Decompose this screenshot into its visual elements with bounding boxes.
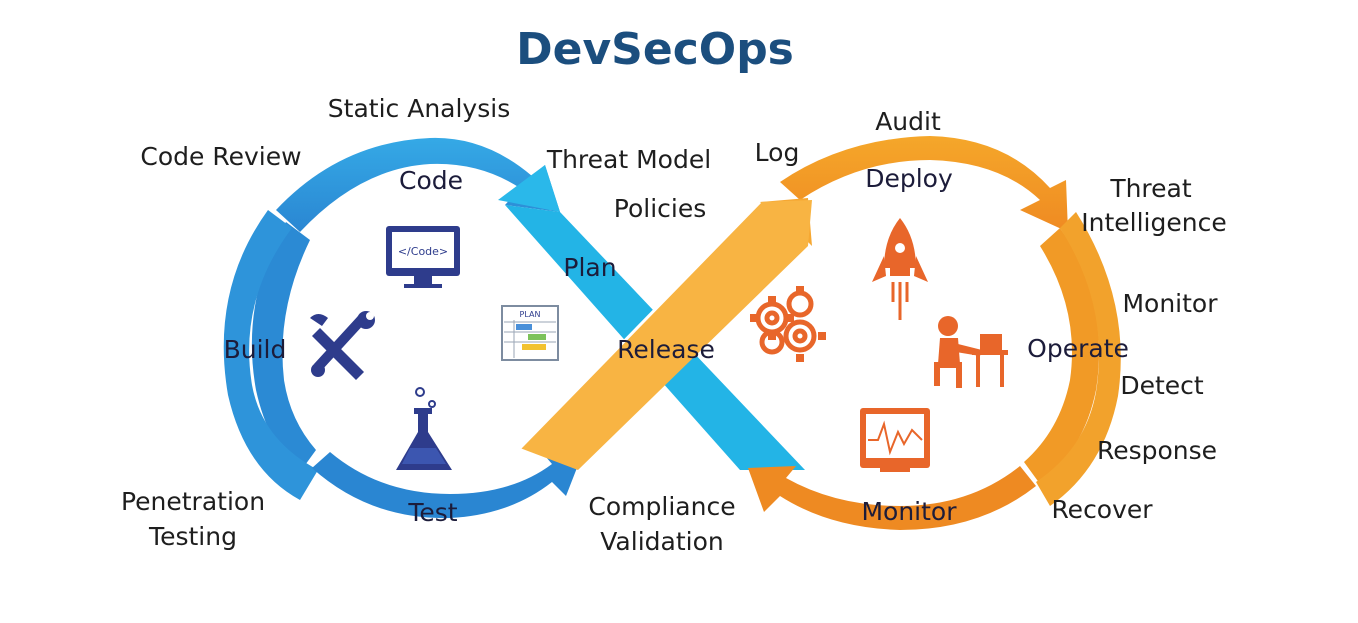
practice-compliance-validation-2: Validation xyxy=(600,527,723,556)
practice-static-analysis: Static Analysis xyxy=(328,94,510,123)
test-arc xyxy=(312,450,582,519)
stage-release: Release xyxy=(617,335,715,364)
right-loop xyxy=(520,136,1121,530)
practice-detect: Detect xyxy=(1120,371,1204,400)
person-at-desk-icon xyxy=(934,316,1008,388)
practice-monitor: Monitor xyxy=(1122,289,1218,318)
practice-recover: Recover xyxy=(1051,495,1153,524)
release-band-body xyxy=(520,200,812,470)
crossing-shadow xyxy=(518,200,762,450)
deploy-arc xyxy=(780,136,1068,232)
practice-policies: Policies xyxy=(614,194,706,223)
screen-graph-icon xyxy=(860,408,930,472)
code-screen-text: </Code> xyxy=(398,245,448,258)
practice-response: Response xyxy=(1097,436,1217,465)
practice-threat-intelligence-1: Threat xyxy=(1109,174,1192,203)
code-arc xyxy=(276,137,560,232)
stage-build: Build xyxy=(224,335,287,364)
stage-plan: Plan xyxy=(563,253,616,282)
stage-operate: Operate xyxy=(1027,334,1129,363)
practice-threat-intelligence-2: Intelligence xyxy=(1081,208,1226,237)
monitor-arc xyxy=(748,466,1036,530)
plan-band-edge xyxy=(498,165,560,212)
practice-code-review: Code Review xyxy=(140,142,301,171)
practice-penetration-testing-2: Testing xyxy=(148,522,237,551)
wrench-screwdriver-icon xyxy=(310,311,375,380)
monitor-code-icon: </Code> xyxy=(386,226,460,288)
plan-chart-icon: PLAN xyxy=(501,305,559,361)
gears-icon xyxy=(755,290,817,355)
stage-monitor: Monitor xyxy=(861,497,957,526)
stage-deploy: Deploy xyxy=(865,164,953,193)
operate-arc-outer xyxy=(1036,212,1121,506)
gears-teeth xyxy=(750,286,826,362)
build-arc xyxy=(251,222,316,472)
rocket-icon xyxy=(872,218,928,320)
practice-compliance-validation-1: Compliance xyxy=(588,492,735,521)
operate-arc xyxy=(1024,228,1100,484)
build-arc-outer xyxy=(223,210,318,500)
stage-code: Code xyxy=(399,166,463,195)
practice-audit: Audit xyxy=(875,107,941,136)
stage-test: Test xyxy=(407,498,457,527)
practice-log: Log xyxy=(755,138,800,167)
practice-threat-model: Threat Model xyxy=(546,145,711,174)
practice-penetration-testing-1: Penetration xyxy=(121,487,265,516)
diagram-title: DevSecOps xyxy=(516,24,794,75)
plan-chart-text: PLAN xyxy=(520,310,541,319)
flask-icon xyxy=(396,387,452,470)
